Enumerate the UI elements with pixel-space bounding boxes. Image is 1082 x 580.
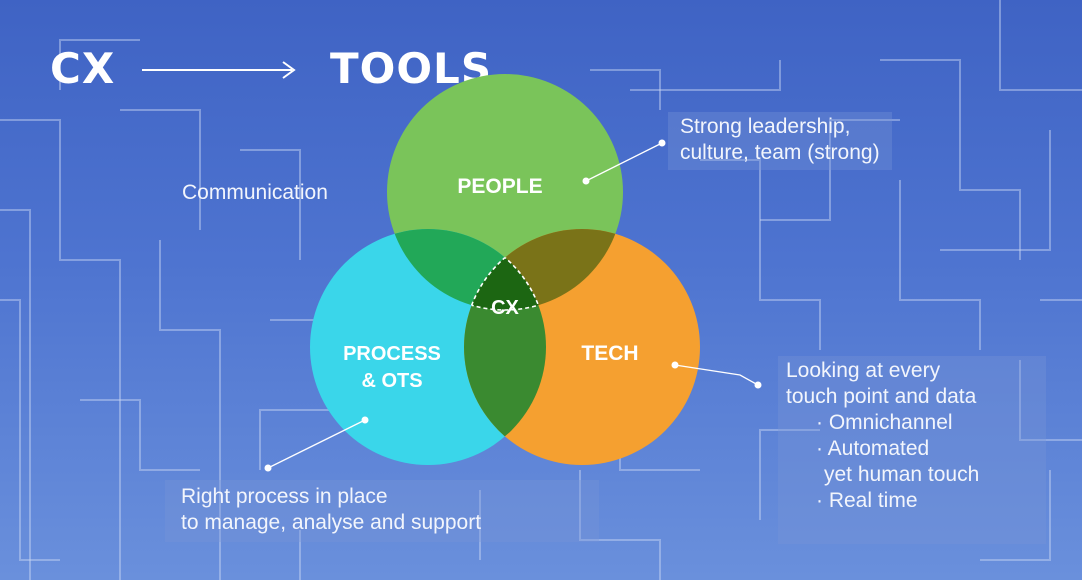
leader-dot (658, 139, 666, 147)
annotation-process-line: to manage, analyse and support (181, 511, 482, 534)
venn-label-people: PEOPLE (457, 175, 542, 198)
leader-dot (754, 381, 762, 389)
arrow-right-icon (142, 61, 296, 79)
leader-dot (264, 464, 272, 472)
annotation-tech-bullet: · Real time (816, 489, 918, 512)
annotation-people-line: Strong leadership, (680, 115, 851, 138)
annotation-people-line: culture, team (strong) (680, 141, 880, 164)
annotation-tech: Looking at every touch point and data · … (778, 356, 1046, 544)
annotation-tech-bullet: · Automated (816, 437, 930, 460)
header-cx: CX (50, 44, 116, 93)
venn-label-tech: TECH (581, 342, 638, 365)
venn-overlap-center (464, 229, 546, 310)
annotation-tech-bullet: yet human touch (824, 463, 980, 486)
annotation-tech-line: Looking at every (786, 359, 941, 382)
leader-dot (671, 361, 679, 369)
annotation-tech-bullet: · Omnichannel (816, 411, 953, 434)
annotation-tech-line: touch point and data (786, 385, 977, 408)
annotation-people: Strong leadership, culture, team (strong… (668, 112, 892, 170)
annotation-process-line: Right process in place (181, 485, 388, 508)
annotation-communication: Communication (182, 181, 328, 204)
venn-label-center: CX (491, 297, 519, 319)
leader-dot (582, 177, 590, 185)
leader-dot (361, 416, 369, 424)
venn-label-process-line1: PROCESS (343, 343, 441, 365)
annotation-process: Right process in place to manage, analys… (165, 480, 599, 542)
venn-label-process-line2: & OTS (361, 370, 422, 392)
